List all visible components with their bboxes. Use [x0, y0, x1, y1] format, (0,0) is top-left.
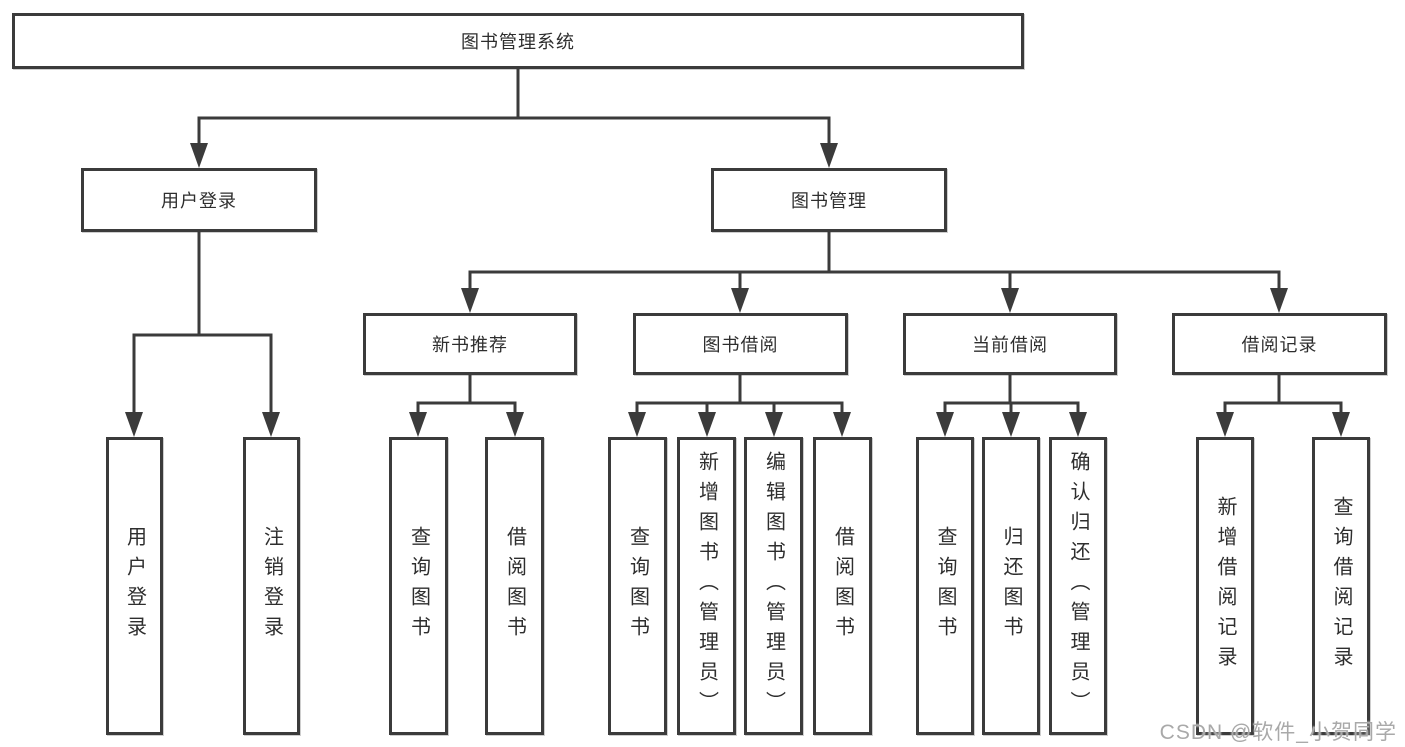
node-current-borrow: 当前借阅: [903, 313, 1117, 375]
node-new-book-recommend: 新书推荐: [363, 313, 577, 375]
node-query-books-current-label: 查询图书: [934, 526, 956, 646]
arrowheads: [125, 143, 1350, 437]
node-confirm-return-admin-label: 确认归还（管理员）: [1067, 451, 1089, 721]
node-current-borrow-label: 当前借阅: [972, 335, 1048, 355]
node-add-book-admin-label: 新增图书（管理员）: [695, 451, 718, 721]
node-query-books-current: 查询图书: [916, 437, 974, 735]
node-edit-book-admin-label: 编辑图书（管理员）: [762, 451, 785, 721]
node-book-borrow-label: 图书借阅: [702, 335, 779, 355]
node-query-books-borrow-label: 查询图书: [626, 526, 649, 646]
node-borrow-book: 借阅图书: [813, 437, 872, 735]
node-query-books-recommend: 查询图书: [389, 437, 448, 735]
node-borrow-records: 借阅记录: [1172, 313, 1387, 375]
node-logout-label: 注销登录: [260, 526, 283, 646]
node-new-book-recommend-label: 新书推荐: [432, 335, 508, 355]
node-user-login-branch-label: 用户登录: [161, 191, 237, 211]
node-add-book-admin: 新增图书（管理员）: [677, 437, 736, 735]
node-root: 图书管理系统: [12, 13, 1024, 69]
node-borrow-book-recommend-label: 借阅图书: [503, 526, 526, 646]
node-add-borrow-record-label: 新增借阅记录: [1214, 496, 1236, 676]
node-add-borrow-record: 新增借阅记录: [1196, 437, 1254, 735]
node-borrow-book-label: 借阅图书: [831, 526, 854, 646]
node-confirm-return-admin: 确认归还（管理员）: [1049, 437, 1107, 735]
node-query-books-recommend-label: 查询图书: [407, 526, 430, 646]
node-query-borrow-record-label: 查询借阅记录: [1330, 496, 1352, 676]
node-return-book-label: 归还图书: [1000, 526, 1022, 646]
node-query-books-borrow: 查询图书: [608, 437, 667, 735]
watermark: CSDN @软件_小贺同学: [1159, 721, 1397, 744]
node-user-login-branch: 用户登录: [81, 168, 317, 232]
node-return-book: 归还图书: [982, 437, 1040, 735]
node-logout: 注销登录: [243, 437, 300, 735]
node-book-management: 图书管理: [711, 168, 947, 232]
node-book-borrow: 图书借阅: [633, 313, 848, 375]
node-edit-book-admin: 编辑图书（管理员）: [744, 437, 803, 735]
node-query-borrow-record: 查询借阅记录: [1312, 437, 1370, 735]
node-user-login-label: 用户登录: [123, 526, 146, 646]
node-user-login: 用户登录: [106, 437, 163, 735]
node-book-management-label: 图书管理: [791, 191, 867, 211]
node-borrow-book-recommend: 借阅图书: [485, 437, 544, 735]
node-root-label: 图书管理系统: [461, 32, 575, 52]
node-borrow-records-label: 借阅记录: [1241, 335, 1318, 355]
